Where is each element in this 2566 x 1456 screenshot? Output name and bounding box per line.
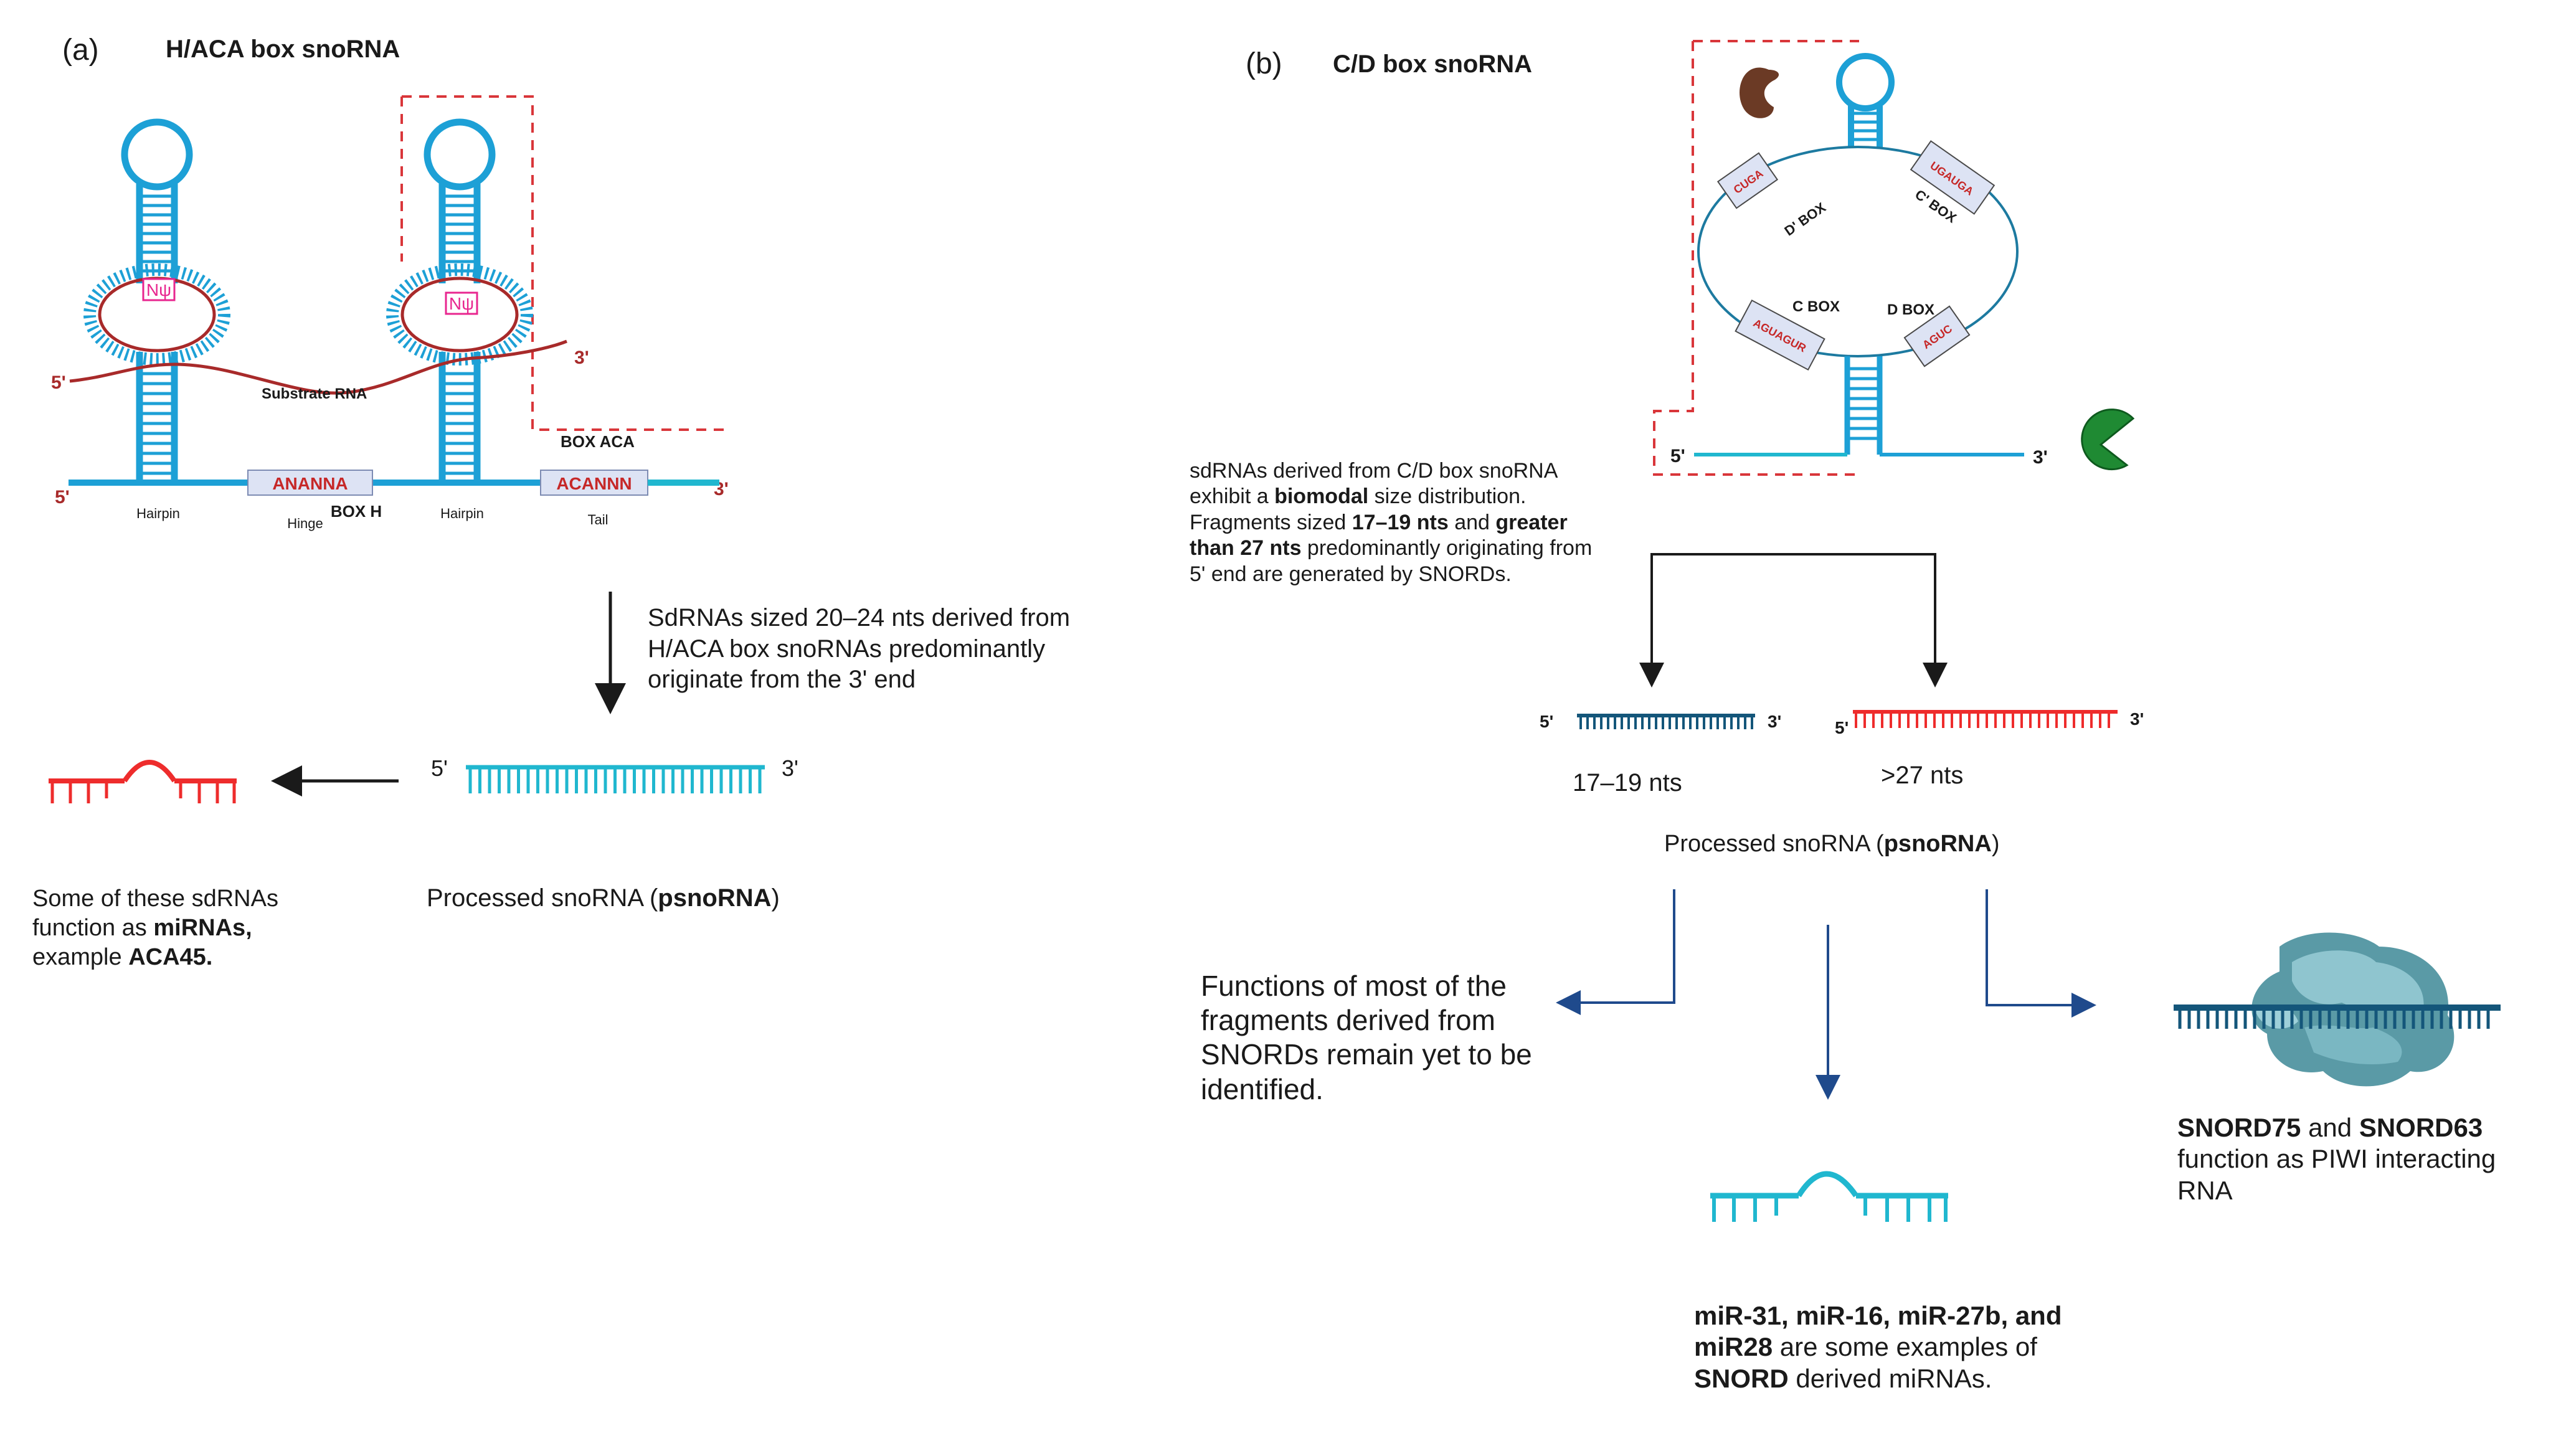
desc-bold-1: biomodal xyxy=(1274,485,1369,509)
cd-bottom-stem xyxy=(1694,356,2024,456)
panel-a: (a) H/ACA box snoRNA xyxy=(49,34,798,803)
piwi-text-2: function as PIWI interacting RNA xyxy=(2177,1144,2496,1205)
frag1-3p: 3' xyxy=(1768,712,1781,731)
box-aca-sequence: ACANNN xyxy=(556,474,632,493)
fragment-3p: 3' xyxy=(782,755,798,781)
substrate-rna-strand xyxy=(69,339,567,395)
unknown-functions-caption: Functions of most of the fragments deriv… xyxy=(1201,970,1532,1105)
hairpin-2-label: Hairpin xyxy=(440,506,484,521)
panel-b: (b) C/D box snoRNA CUGA UGAUGA A xyxy=(1246,40,2501,1222)
pseudouridine-site-2: Nψ xyxy=(449,294,474,313)
box-aca-rect xyxy=(540,470,648,496)
frag1-length-label: 17–19 nts xyxy=(1573,769,1682,797)
hairpin-1-label: Hairpin xyxy=(136,506,180,521)
piwi-text-1: and xyxy=(2301,1113,2359,1142)
frag2-3p: 3' xyxy=(2130,709,2144,729)
brown-protein-icon xyxy=(1740,67,1779,118)
d-prime-box-label: D' BOX xyxy=(1781,199,1829,239)
psnorna-fragment-a xyxy=(466,765,765,793)
cd-ring xyxy=(1697,146,2019,357)
fragment-5p: 5' xyxy=(431,755,448,781)
psno-b-bold: psnoRNA xyxy=(1883,831,1992,857)
d-box-label: D BOX xyxy=(1887,301,1934,318)
snord-mirna-caption: miR-31, miR-16, miR-27b, and miR28 are s… xyxy=(1694,1300,2093,1394)
desc-text-2: size distribution. Fragments sized xyxy=(1190,485,1527,534)
hairpin-2-structure: Nψ xyxy=(386,118,533,483)
mirna-a-text-1: Some of these sdRNAs function as xyxy=(32,886,278,942)
cd-top-stem-loop xyxy=(1836,53,1895,147)
frag2-5p: 5' xyxy=(1835,718,1849,737)
b-strand-5p: 5' xyxy=(1670,446,1685,466)
hinge-label: Hinge xyxy=(287,516,323,531)
panel-b-label: (b) xyxy=(1246,47,1282,80)
desc-text-1: sdRNAs derived from C/D box snoRNA exhib… xyxy=(1190,459,1557,509)
piwi-bold-2: SNORD63 xyxy=(2359,1113,2483,1142)
bimodal-bracket xyxy=(1650,553,1936,685)
mirna-a-text-2: example xyxy=(32,944,129,971)
box-d-prime: CUGA xyxy=(1716,152,1779,209)
substrate-rna-label: Substrate RNA xyxy=(262,385,367,402)
panel-a-arrow-caption: SdRNAs sized 20–24 nts derived from H/AC… xyxy=(648,604,1071,694)
fragment-greater-27 xyxy=(1853,710,2118,728)
panel-b-title: C/D box snoRNA xyxy=(1333,50,1532,78)
dashed-region-b xyxy=(1653,40,1859,476)
panel-a-label: (a) xyxy=(62,34,99,67)
piwi-bold-1: SNORD75 xyxy=(2177,1113,2301,1142)
frag2-length-label: >27 nts xyxy=(1881,762,1963,789)
snord-mirna-text-2: derived miRNAs. xyxy=(1788,1363,1992,1393)
panel-a-title: H/ACA box snoRNA xyxy=(166,35,400,63)
box-aca-label: BOX ACA xyxy=(561,432,635,451)
frag1-5p: 5' xyxy=(1540,712,1553,731)
piwi-caption: SNORD75 and SNORD63 function as PIWI int… xyxy=(2177,1112,2551,1206)
mirna-a-bold-1: miRNAs, xyxy=(153,915,252,942)
snord-mirna-text-1: are some examples of xyxy=(1773,1332,2037,1362)
box-d: AGUC xyxy=(1903,305,1971,367)
panel-a-mirna-caption: Some of these sdRNAs function as miRNAs,… xyxy=(32,884,306,972)
hairpin-1-structure: Nψ xyxy=(83,118,230,483)
box-h-sequence: ANANNA xyxy=(272,474,348,493)
psno-a-bold: psnoRNA xyxy=(658,884,772,912)
mirna-a-bold-2: ACA45. xyxy=(128,944,213,971)
fragment-17-19 xyxy=(1577,714,1755,729)
desc-text-4: predominantly originating from 5' end ar… xyxy=(1190,536,1593,586)
mirna-hairpin-red xyxy=(49,760,237,803)
psno-a-prefix: Processed snoRNA ( xyxy=(427,884,658,912)
panel-a-psnorna-caption: Processed snoRNA (psnoRNA) xyxy=(427,883,863,914)
c-box-label: C BOX xyxy=(1792,298,1840,315)
dashed-region-outline xyxy=(402,95,726,431)
mirna-hairpin-cyan xyxy=(1710,1171,1948,1222)
arrow-to-piwi xyxy=(1986,889,2096,1018)
box-h-label: BOX H xyxy=(331,502,382,521)
strand-5p: 5' xyxy=(55,487,70,508)
box-h-rect xyxy=(247,470,373,496)
tail-label: Tail xyxy=(587,512,608,527)
psno-b-suffix: ) xyxy=(1991,831,2000,857)
green-protein-icon xyxy=(2081,409,2135,471)
substrate-3p: 3' xyxy=(574,347,589,368)
pseudouridine-site-1: Nψ xyxy=(146,280,171,300)
panel-b-psnorna-caption: Processed snoRNA (psnoRNA) xyxy=(1664,830,2100,859)
substrate-5p: 5' xyxy=(51,372,66,393)
snord-mirna-bold-2: SNORD xyxy=(1694,1363,1789,1393)
arrow-to-unknown-functions xyxy=(1556,889,1675,1015)
box-c-prime: UGAUGA xyxy=(1910,140,1996,215)
psno-a-suffix: ) xyxy=(771,884,780,912)
desc-bold-2: 17–19 nts xyxy=(1352,510,1449,534)
b-strand-3p: 3' xyxy=(2033,447,2048,468)
piwi-protein-complex xyxy=(2174,932,2501,1087)
desc-text-3: and xyxy=(1448,510,1496,534)
snord-mirna-bold-1: miR-31, miR-16, miR-27b, and miR28 xyxy=(1694,1301,2062,1362)
desc-bold-3: greater than 27 nts xyxy=(1190,510,1568,560)
psno-b-prefix: Processed snoRNA ( xyxy=(1664,831,1884,857)
panel-b-description: sdRNAs derived from C/D box snoRNA exhib… xyxy=(1190,458,1594,587)
